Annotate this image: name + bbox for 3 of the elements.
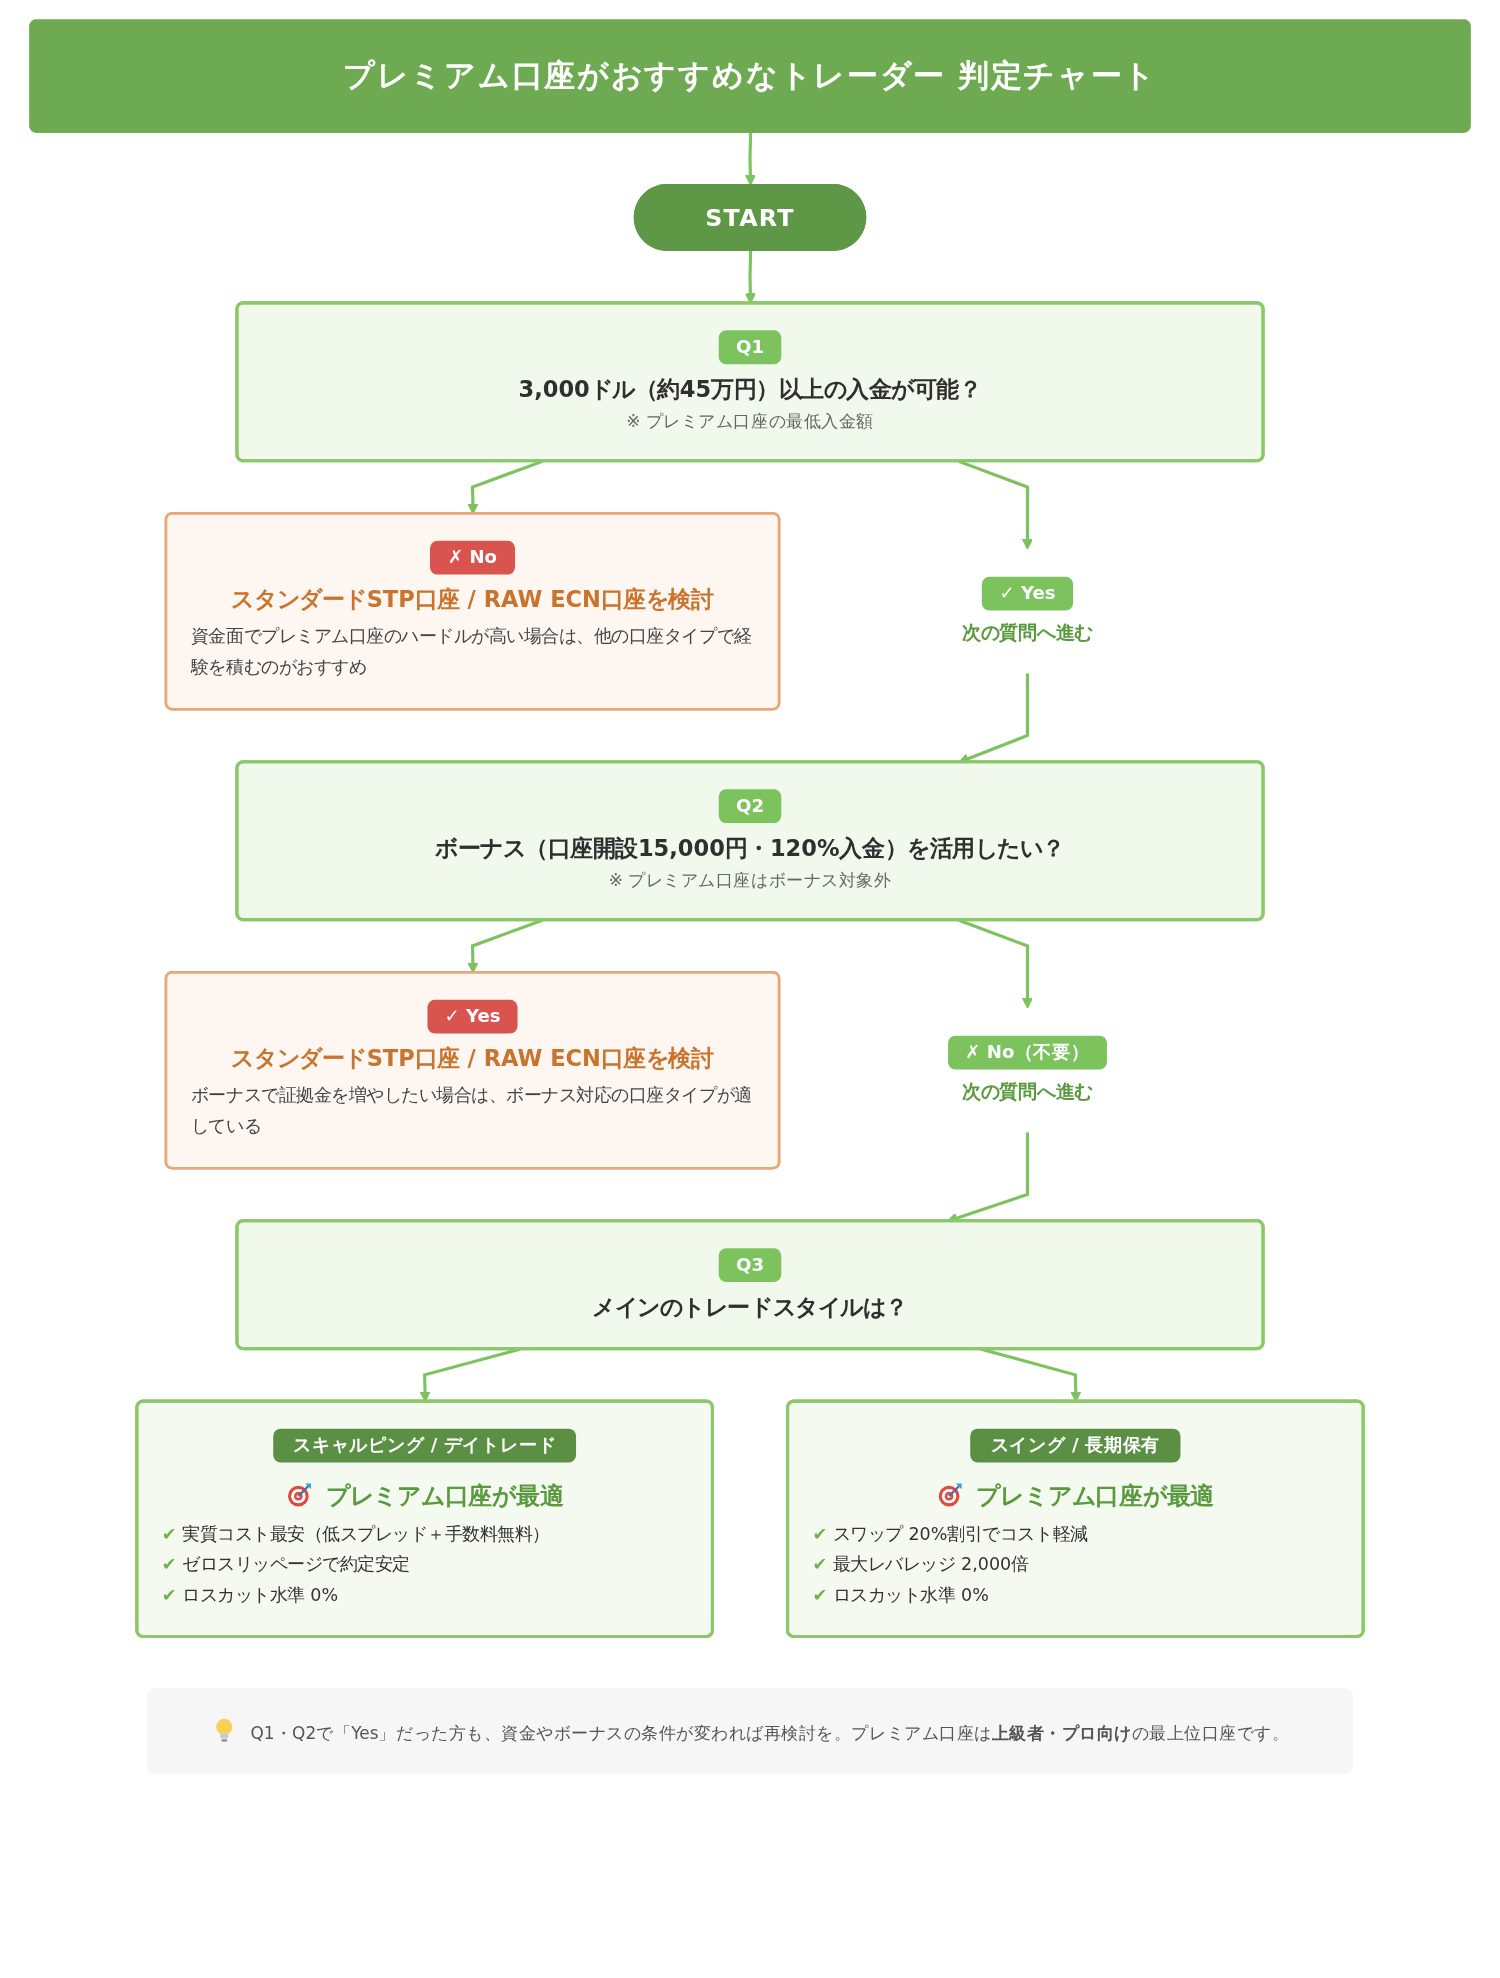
node-text: ✓ Yes 次の質問へ進む [961,582,1094,645]
node-text: ✗ No（不要） 次の質問へ進む [961,1041,1094,1104]
arrow [744,132,756,186]
